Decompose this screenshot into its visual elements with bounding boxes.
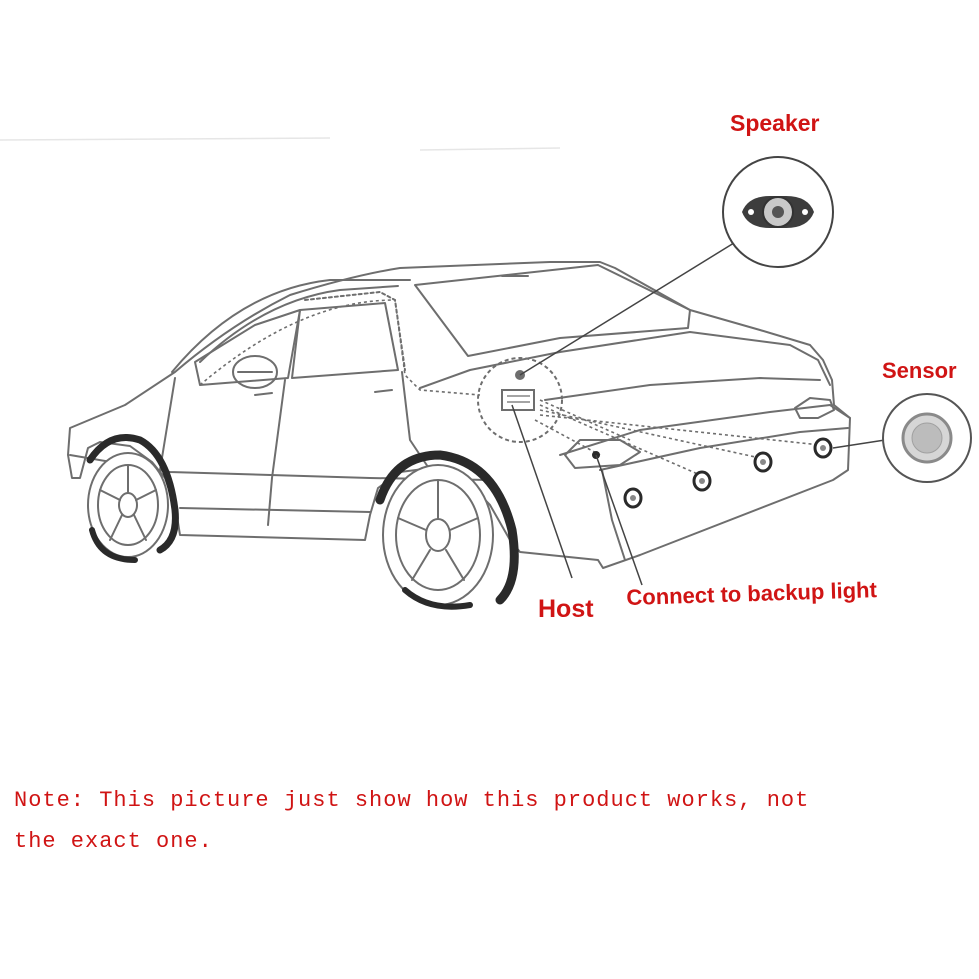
wiring-harness [199,299,821,476]
roof-line [171,279,411,373]
rear-wheel [382,464,494,606]
sensor-callout [882,393,972,483]
door-front-edge [159,377,176,471]
speaker-label: Speaker [730,110,820,136]
front-wheel [87,452,169,563]
car-outline [67,261,851,610]
note-line-1: Note: This picture just show how this pr… [14,788,810,813]
host-zoom [477,357,563,443]
sill-line [179,507,371,513]
car-body [67,261,851,569]
speaker-leader [519,237,743,376]
bumper-bottom [599,427,849,471]
front-wheel-arch [86,434,179,554]
sensor-label: Sensor [882,358,957,383]
windshield [194,309,301,386]
tail-light-left [564,439,641,469]
host-label: Host [538,595,594,623]
bumper-sensors [623,437,833,509]
front-window [291,302,399,379]
roof-top [199,285,399,363]
rear-windshield [414,264,691,357]
note-line-2: the exact one. [14,829,213,854]
trunk-lid [419,331,831,389]
trunk-edge [544,377,821,401]
host-leader [511,404,573,579]
door-split [267,379,286,526]
backup-light-leader [595,454,643,586]
rear-bumper [559,404,851,456]
door-handle-front [254,392,273,396]
leader-lines [511,237,886,586]
tail-light-right [794,397,835,419]
rear-wheel-arch [375,450,519,605]
steering-wheel [232,355,278,389]
host-unit [501,389,535,411]
speaker-callout [722,156,834,268]
door-handle-rear [374,389,393,393]
background-strokes [0,137,561,151]
sensor-leader [832,439,886,449]
bumper-face [601,469,626,561]
